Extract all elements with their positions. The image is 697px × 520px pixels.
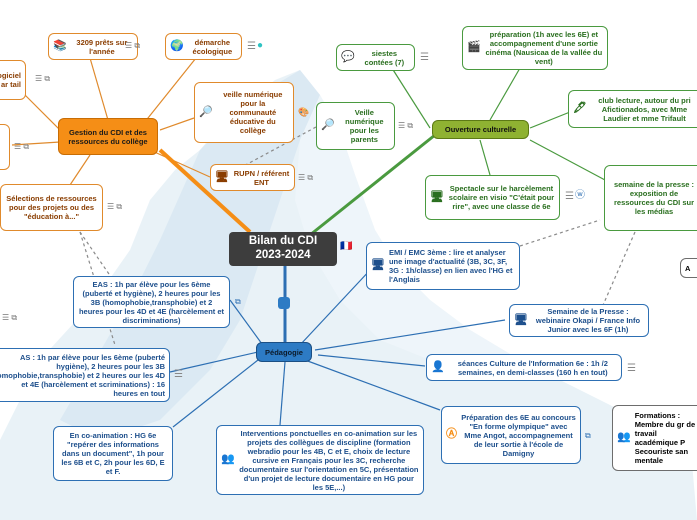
- ent-icon: 🖥: [514, 313, 528, 326]
- ouverture-label: Ouverture culturelle: [444, 125, 517, 134]
- semaine-presse-label: semaine de la presse : exposition de res…: [613, 180, 695, 216]
- link-icon[interactable]: ⧉: [235, 297, 241, 306]
- network-icon: 🎨: [298, 107, 310, 117]
- link-icon[interactable]: ⧉: [585, 431, 591, 440]
- people-icon: 👥: [617, 431, 631, 444]
- preparation-cinema-label: préparation (1h avec les 6E) et accompag…: [485, 30, 603, 66]
- note-icon[interactable]: ☰ ⧉: [125, 41, 141, 50]
- note-icon[interactable]: ☰ ⧉: [107, 202, 123, 211]
- flag-icon: 🇫🇷: [340, 241, 353, 252]
- ouverture-node[interactable]: Ouverture culturelle: [432, 120, 529, 139]
- note-icon[interactable]: ☰ ⧉: [2, 313, 18, 322]
- note-icon[interactable]: ☰: [420, 52, 429, 63]
- dot-icon: ●: [257, 40, 264, 51]
- club-label: club lecture, autour du pri Afictionados…: [598, 95, 691, 123]
- ent-icon: 🖥: [215, 170, 229, 183]
- veille-num-node[interactable]: 🔎 veille numérique pour la communauté éd…: [194, 82, 294, 143]
- emi-node[interactable]: 🖥 EMI / EMC 3ème : lire et analyser une …: [366, 242, 520, 290]
- books-icon: 📚: [53, 39, 67, 52]
- people-icon: 👥: [221, 453, 235, 466]
- wordpress-icon: ⓦ: [575, 190, 585, 201]
- note-icon[interactable]: ☰: [247, 41, 256, 52]
- ent-icon: 🖥: [371, 259, 385, 272]
- search-icon: 🔎: [199, 105, 213, 118]
- speech-icon: 💬: [341, 50, 355, 63]
- note-icon[interactable]: ☰: [174, 369, 183, 380]
- interventions-node[interactable]: 👥 Interventions ponctuelles en co-animat…: [216, 425, 424, 495]
- demarche-label: démarche écologique: [192, 37, 233, 56]
- spectacle-label: Spectacle sur le harcèlement scolaire en…: [448, 184, 555, 211]
- coanimation-label: En co-animation : HG 6e "repérer des inf…: [61, 431, 165, 476]
- partial-left-node[interactable]: [0, 124, 10, 170]
- preparation-cinema-node[interactable]: 🎬 préparation (1h avec les 6E) et accomp…: [462, 26, 608, 70]
- veille-num-label: veille numérique pour la communauté éduc…: [223, 90, 283, 135]
- formations-node[interactable]: 👥 Formations : Membre du gr de travail a…: [612, 405, 697, 471]
- eas-left-node[interactable]: AS : 1h par élève pour les 6ème (puberté…: [0, 348, 170, 402]
- webinaire-label: Semaine de la Presse : webinaire Okapi /…: [535, 307, 641, 334]
- seances-node[interactable]: 👤 séances Culture de l'Information 6e : …: [426, 354, 622, 381]
- film-icon: 🎬: [467, 41, 481, 54]
- user-icon: 👤: [431, 360, 445, 373]
- note-icon[interactable]: ☰ ⧉: [14, 142, 30, 151]
- demarche-node[interactable]: 🌍 démarche écologique: [165, 33, 242, 60]
- logiciel-label: logiciel ar tail: [0, 71, 21, 89]
- logiciel-node[interactable]: logiciel ar tail: [0, 60, 26, 100]
- pedagogie-node[interactable]: Pédagogie: [256, 342, 312, 362]
- note-icon[interactable]: ☰: [627, 363, 636, 374]
- selections-label: Sélections de ressources pour des projet…: [6, 194, 97, 221]
- center-title-line2: 2023-2024: [255, 249, 311, 261]
- eas-top-label: EAS : 1h par élève pour les 6ème (pubert…: [78, 279, 225, 325]
- semaine-presse-node[interactable]: semaine de la presse : exposition de res…: [604, 165, 697, 231]
- interventions-label: Interventions ponctuelles en co-animatio…: [239, 428, 419, 492]
- gestion-node[interactable]: Gestion du CDI et des ressources du coll…: [58, 118, 158, 155]
- club-node[interactable]: 🖋 club lecture, autour du pri Afictionad…: [568, 90, 697, 128]
- central-topic[interactable]: Bilan du CDI 2023-2024: [229, 232, 337, 266]
- siestes-node[interactable]: 💬 siestes contées (7): [336, 44, 415, 71]
- eas-left-label: AS : 1h par élève pour les 6ème (puberté…: [0, 352, 165, 398]
- pen-icon: 🖋: [573, 102, 587, 115]
- eas-top-node[interactable]: EAS : 1h par élève pour les 6ème (pubert…: [73, 276, 230, 328]
- note-icon[interactable]: ☰ ⧉: [35, 74, 51, 83]
- veille-parents-node[interactable]: 🔎 Veille numérique pour les parents: [316, 102, 395, 150]
- ent-icon: 🖥: [430, 190, 444, 203]
- note-icon[interactable]: ☰ ⧉: [398, 121, 414, 130]
- siestes-label: siestes contées (7): [364, 48, 405, 67]
- selections-node[interactable]: Sélections de ressources pour des projet…: [0, 184, 103, 231]
- globe-icon: 🌍: [170, 39, 184, 52]
- formations-label: Formations : Membre du gr de travail aca…: [634, 411, 696, 465]
- rupn-label: RUPN / référent ENT: [233, 168, 290, 187]
- coanimation-node[interactable]: En co-animation : HG 6e "repérer des inf…: [53, 426, 173, 481]
- prets-label: 3209 prêts sur l'année: [76, 37, 128, 56]
- rupn-node[interactable]: 🖥 RUPN / référent ENT: [210, 164, 295, 191]
- prets-node[interactable]: 📚 3209 prêts sur l'année: [48, 33, 138, 60]
- seances-label: séances Culture de l'Information 6e : 1h…: [457, 358, 608, 377]
- emi-label: EMI / EMC 3ème : lire et analyser une im…: [388, 248, 513, 284]
- concours-label: Préparation des 6E au concours "En forme…: [461, 412, 576, 458]
- partial-right-node[interactable]: A: [680, 258, 697, 278]
- pedagogie-collapse-handle[interactable]: [278, 297, 290, 309]
- center-title-line1: Bilan du CDI: [248, 235, 318, 248]
- pedagogie-label: Pédagogie: [265, 347, 303, 357]
- concours-node[interactable]: Ⓐ Préparation des 6E au concours "En for…: [441, 406, 581, 464]
- note-icon[interactable]: ☰: [565, 191, 574, 202]
- partial-right-label: A: [685, 263, 691, 273]
- search-icon: 🔎: [321, 119, 335, 132]
- gestion-label: Gestion du CDI et des ressources du coll…: [68, 127, 148, 146]
- spectacle-node[interactable]: 🖥 Spectacle sur le harcèlement scolaire …: [425, 175, 560, 220]
- veille-parents-label: Veille numérique pour les parents: [345, 108, 384, 144]
- webinaire-node[interactable]: 🖥 Semaine de la Presse : webinaire Okapi…: [509, 304, 649, 337]
- note-icon[interactable]: ☰ ⧉: [298, 173, 314, 182]
- olympic-icon: Ⓐ: [446, 428, 457, 441]
- iceberg-shadow: [295, 95, 520, 370]
- iceberg-face: [60, 70, 320, 440]
